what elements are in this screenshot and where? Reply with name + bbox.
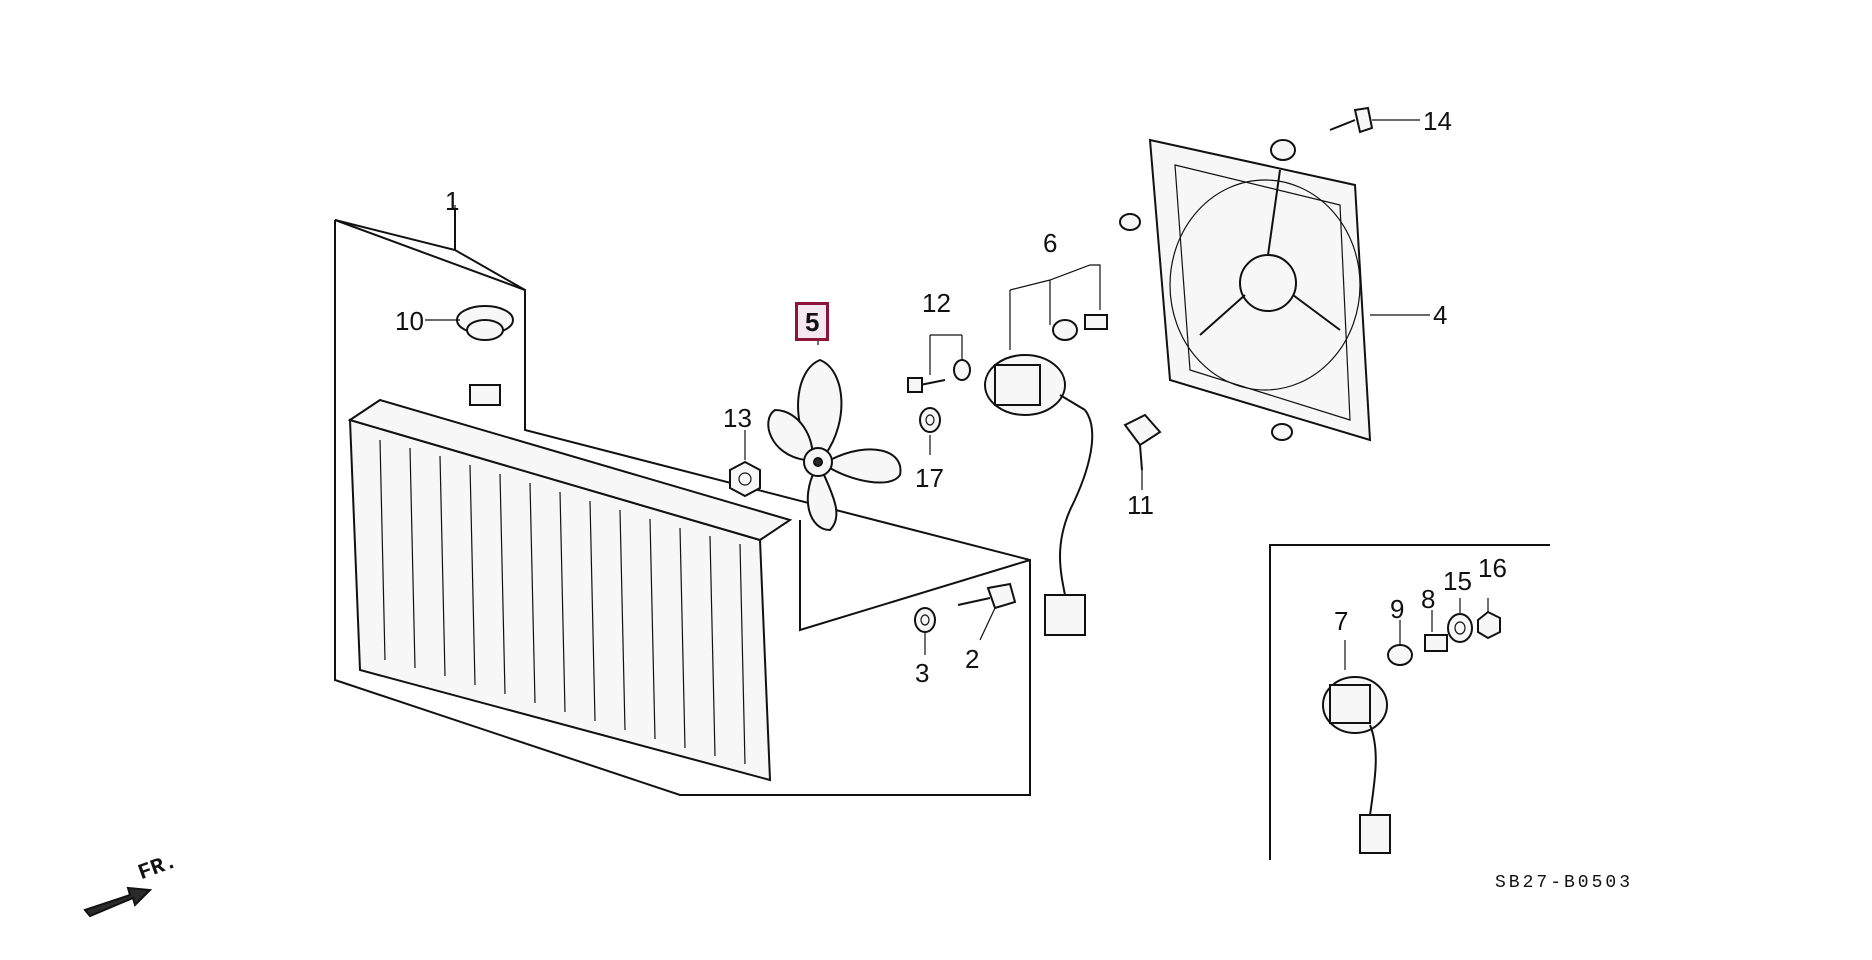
callout-3[interactable]: 3 <box>915 658 930 688</box>
nut-16[interactable] <box>1477 610 1501 640</box>
front-direction-arrow-icon <box>83 886 153 918</box>
callout-2[interactable]: 2 <box>965 644 980 674</box>
callout-17[interactable]: 17 <box>915 463 944 493</box>
callout-12[interactable]: 12 <box>922 288 951 318</box>
callout-7[interactable]: 7 <box>1334 606 1349 636</box>
washer-15[interactable] <box>1447 613 1473 643</box>
bolt-12[interactable] <box>907 359 971 393</box>
callout-8[interactable]: 8 <box>1421 584 1436 614</box>
inset-frame <box>1269 544 1550 860</box>
drawing-code: SB27-B0503 <box>1495 873 1634 893</box>
callout-14[interactable]: 14 <box>1423 106 1452 136</box>
washer-3[interactable] <box>914 607 936 633</box>
callout-13[interactable]: 13 <box>723 403 752 433</box>
callout-10[interactable]: 10 <box>395 306 424 336</box>
callout-16[interactable]: 16 <box>1478 553 1507 583</box>
callout-6[interactable]: 6 <box>1043 228 1058 258</box>
callout-5[interactable]: 5 <box>795 302 830 341</box>
callout-4[interactable]: 4 <box>1433 300 1448 330</box>
radiator-cap[interactable] <box>456 305 514 341</box>
collar-9[interactable] <box>1387 644 1413 666</box>
leader-lines <box>425 119 1489 670</box>
bolt-2[interactable] <box>957 582 1017 610</box>
radiator[interactable] <box>347 384 793 782</box>
cooling-fan[interactable] <box>767 358 902 532</box>
callout-15[interactable]: 15 <box>1443 566 1472 596</box>
bolt-14[interactable] <box>1329 106 1374 134</box>
alt-fan-motor[interactable] <box>1322 676 1391 854</box>
fan-shroud[interactable] <box>1119 138 1372 442</box>
callout-9[interactable]: 9 <box>1390 594 1405 624</box>
nut-13[interactable] <box>729 460 761 498</box>
fan-motor[interactable] <box>984 354 1094 636</box>
washer-17[interactable] <box>919 407 941 433</box>
callout-11[interactable]: 11 <box>1127 490 1154 520</box>
spacer-8[interactable] <box>1424 634 1448 652</box>
callout-1[interactable]: 1 <box>445 186 460 216</box>
clip-11[interactable] <box>1123 413 1162 471</box>
collar-6[interactable] <box>1052 314 1108 341</box>
radiator-fins <box>379 439 746 765</box>
radiator-group-frame <box>334 210 1031 796</box>
